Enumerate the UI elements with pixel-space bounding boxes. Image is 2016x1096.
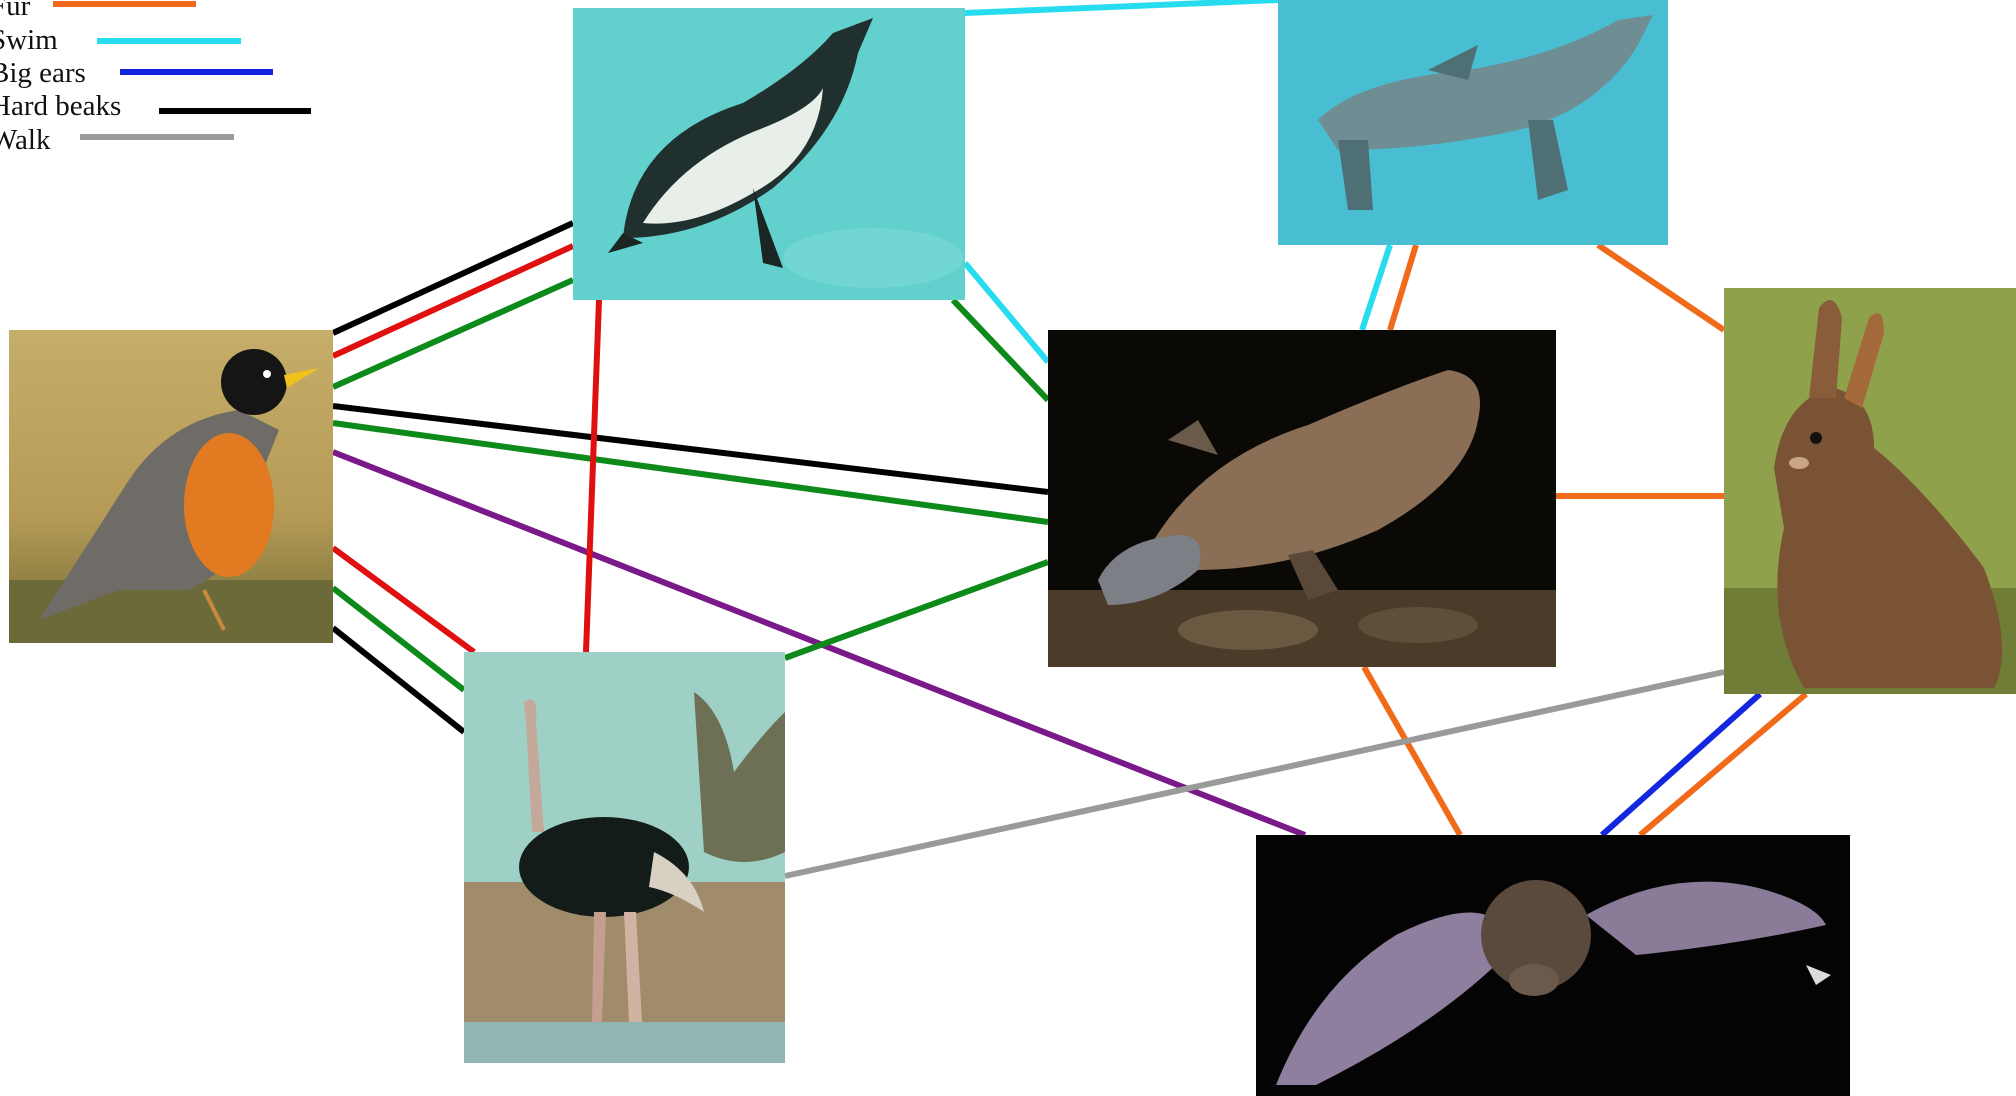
legend-item-walk: Walk — [0, 124, 330, 156]
edge-sealion-rabbit-fur — [1598, 245, 1724, 330]
legend-label: Big ears — [0, 57, 86, 89]
edge-robin-penguin-green — [333, 280, 573, 387]
legend-swatch — [159, 108, 311, 114]
legend-swatch — [120, 69, 273, 75]
legend-label: Walk — [0, 124, 50, 156]
legend-swatch — [53, 1, 196, 7]
legend-swatch — [97, 38, 241, 44]
legend-label: Swim — [0, 24, 58, 56]
legend-item-big-ears: Big ears — [0, 57, 330, 89]
legend-swatch — [80, 134, 234, 140]
edge-robin-penguin-red — [333, 246, 573, 356]
edge-penguin-ostrich-red — [586, 300, 599, 652]
legend-item-swim: Swim — [0, 24, 330, 56]
edge-sealion-platypus-fur — [1390, 245, 1416, 330]
platypus-photo — [1048, 330, 1556, 667]
edge-robin-platypus-hard-beaks — [333, 406, 1048, 492]
edge-penguin-platypus-swim — [965, 263, 1048, 362]
ostrich-photo — [464, 652, 785, 1063]
edge-penguin-platypus-green — [953, 300, 1048, 400]
edge-rabbit-bat-big-ears — [1602, 694, 1760, 835]
edge-platypus-bat-fur — [1364, 667, 1460, 835]
legend-label: Fur — [0, 0, 30, 22]
edge-rabbit-bat-fur — [1640, 694, 1806, 835]
edge-robin-ostrich-red — [333, 548, 474, 652]
edge-robin-ostrich-hard-beaks — [333, 628, 464, 732]
edge-sealion-platypus-swim — [1362, 245, 1390, 330]
robin-photo — [9, 330, 333, 643]
legend-label: Hard beaks — [0, 90, 121, 122]
edge-penguin-sealion-swim — [965, 0, 1278, 13]
legend-item-fur: Fur — [0, 0, 330, 22]
edge-platypus-ostrich-green — [785, 562, 1048, 658]
sea-lion-photo — [1278, 0, 1668, 245]
penguin-photo — [573, 8, 965, 300]
edge-robin-penguin-hard-beaks — [333, 223, 573, 333]
edge-robin-platypus-green — [333, 423, 1048, 522]
edge-robin-ostrich-green — [333, 588, 464, 690]
legend-item-hard-beaks: Hard beaks — [0, 90, 330, 122]
bat-photo — [1256, 835, 1850, 1096]
rabbit-photo — [1724, 288, 2016, 694]
legend: Fur Swim Big ears Hard beaks Walk — [0, 0, 340, 160]
